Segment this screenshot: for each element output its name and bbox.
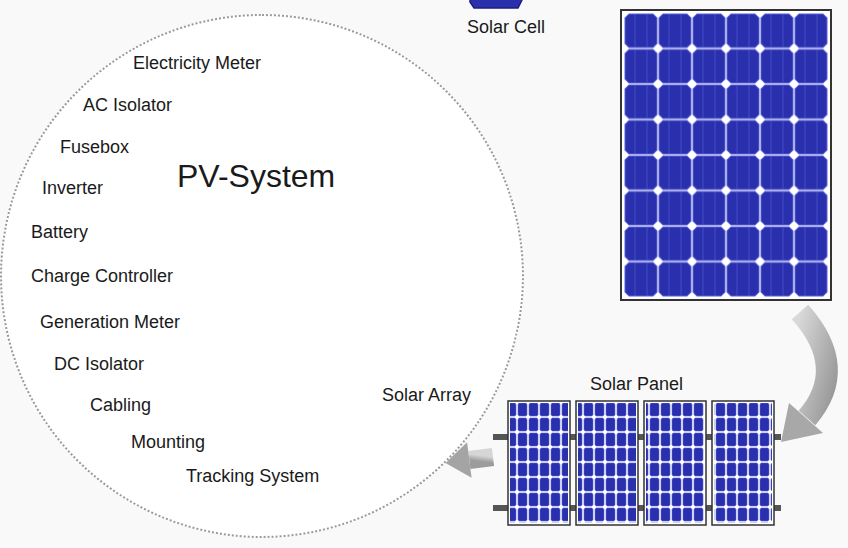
rail-line: [236, 214, 350, 305]
solar-panel-group: Solar Panel: [493, 372, 781, 527]
rail-line: [288, 284, 404, 376]
component-label: Charge Controller: [31, 266, 173, 287]
part-label: Solar Cell: [467, 17, 545, 38]
solar-array-panels: [232, 210, 430, 436]
component-label: Electricity Meter: [133, 53, 261, 74]
panel-gap: [397, 177, 437, 237]
mount-line: [452, 228, 460, 244]
mount-line: [410, 255, 420, 272]
mount-line: [222, 296, 250, 318]
mount-line: [318, 402, 330, 420]
mount-line: [238, 278, 268, 302]
arrow-shaft: [469, 457, 493, 460]
component-label: Tracking System: [186, 466, 319, 487]
solar-panel-large: [621, 10, 831, 300]
mount-line: [270, 254, 300, 278]
panel-gap: [308, 240, 394, 360]
mount-line: [360, 372, 370, 390]
diagram-title: PV-System: [177, 158, 335, 195]
component-label: Battery: [31, 222, 88, 243]
flow-arrow-connector: [446, 442, 493, 478]
component-label: Fusebox: [60, 137, 129, 158]
panel-gap: [270, 270, 357, 390]
arrow-head: [446, 442, 472, 478]
solar-cell-icon: [470, 0, 522, 8]
panel-gap: [426, 161, 465, 227]
solar-panel-row: [493, 401, 781, 525]
pv-system-circle: Electricity Meter AC IsolatorFuseboxInver…: [0, 14, 524, 538]
flow-arrow: [781, 312, 827, 442]
component-label: AC Isolator: [83, 95, 172, 116]
component-label: Inverter: [42, 178, 103, 199]
mount-line: [302, 228, 332, 252]
component-label: Solar Array: [382, 385, 471, 406]
solar-array-illustration: [222, 146, 494, 450]
component-label: DC Isolator: [54, 354, 144, 375]
component-label: Cabling: [90, 395, 151, 416]
component-label: Generation Meter: [40, 312, 180, 333]
rail-line: [262, 249, 376, 340]
mount-line: [275, 432, 290, 450]
mount-line: [356, 190, 380, 210]
mount-line: [400, 344, 408, 360]
component-label: Mounting: [131, 432, 205, 453]
solar-array-panels: [368, 146, 494, 262]
mount-line: [398, 160, 420, 182]
group-label: Solar Panel: [590, 374, 683, 395]
